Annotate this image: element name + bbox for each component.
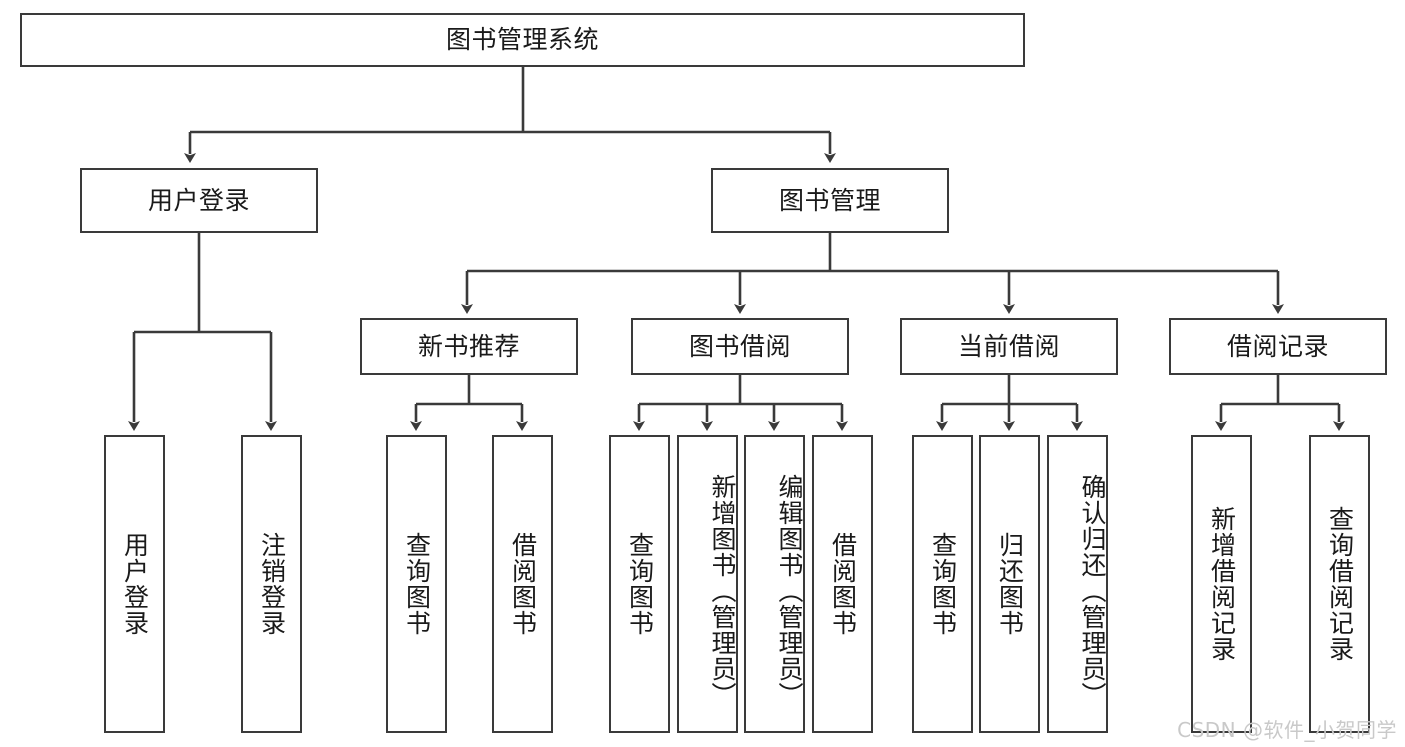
watermark-text: CSDN @软件_小贺同学 [1177,718,1397,742]
leaf-user-login-do-login[interactable]: 用户登录 [104,435,165,733]
node-label: 确认归还（管理员） [1078,474,1107,708]
node-label: 查询图书 [402,532,432,636]
node-label: 查询图书 [928,532,958,636]
node-label: 用户登录 [147,185,250,215]
leaf-book-borrow-borrow-book[interactable]: 借阅图书 [812,435,873,733]
leaf-borrow-record-add-record[interactable]: 新增借阅记录 [1191,435,1252,733]
node-label: 新书推荐 [417,331,520,361]
leaf-user-login-logout[interactable]: 注销登录 [241,435,302,733]
node-label: 借阅图书 [508,532,538,636]
leaf-book-borrow-query-book[interactable]: 查询图书 [609,435,670,733]
leaf-book-borrow-edit-book-admin[interactable]: 编辑图书（管理员） [744,435,805,733]
leaf-book-borrow-add-book-admin[interactable]: 新增图书（管理员） [677,435,738,733]
leaf-current-borrow-confirm-return-admin[interactable]: 确认归还（管理员） [1047,435,1108,733]
node-label: 图书管理系统 [445,25,599,55]
leaf-current-borrow-query-book[interactable]: 查询图书 [912,435,973,733]
node-label: 借阅记录 [1226,331,1329,361]
node-label: 归还图书 [995,532,1025,636]
node-label: 新增图书（管理员） [708,474,737,708]
node-label: 查询图书 [625,532,655,636]
node-user-login[interactable]: 用户登录 [80,168,318,233]
node-book-management[interactable]: 图书管理 [711,168,949,233]
node-label: 图书管理 [778,185,881,215]
leaf-current-borrow-return-book[interactable]: 归还图书 [979,435,1040,733]
node-book-borrow[interactable]: 图书借阅 [631,318,849,375]
node-label: 注销登录 [257,532,287,636]
node-label: 新增借阅记录 [1207,506,1237,662]
node-current-borrow[interactable]: 当前借阅 [900,318,1118,375]
node-label: 当前借阅 [957,331,1060,361]
leaf-new-book-borrow-book[interactable]: 借阅图书 [492,435,553,733]
node-label: 用户登录 [120,532,150,636]
node-label: 编辑图书（管理员） [775,474,804,708]
node-label: 图书借阅 [688,331,791,361]
node-new-book-recommend[interactable]: 新书推荐 [360,318,578,375]
node-root-book-management-system[interactable]: 图书管理系统 [20,13,1025,67]
leaf-borrow-record-query-record[interactable]: 查询借阅记录 [1309,435,1370,733]
node-label: 借阅图书 [828,532,858,636]
leaf-new-book-query-book[interactable]: 查询图书 [386,435,447,733]
node-label: 查询借阅记录 [1325,506,1355,662]
node-borrow-record[interactable]: 借阅记录 [1169,318,1387,375]
